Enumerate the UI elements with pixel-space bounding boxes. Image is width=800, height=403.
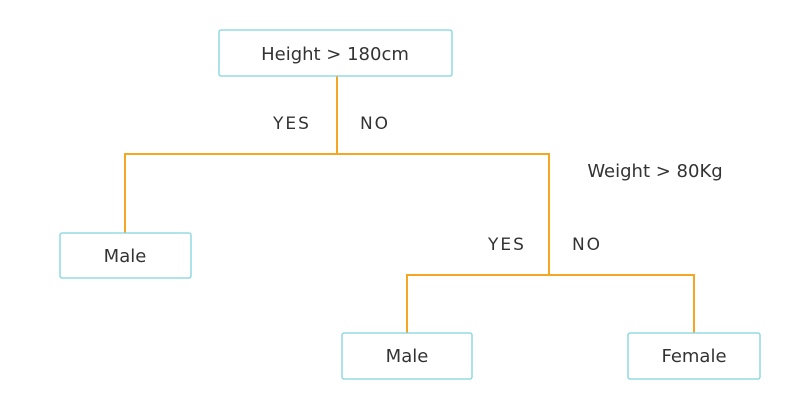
second-condition-label: Weight > 80Kg — [587, 161, 722, 182]
tree-edges — [124, 76, 695, 334]
root-node-box — [218, 29, 453, 77]
root-yes-label: YES — [272, 114, 311, 134]
bottom-left-leaf-node: Male — [341, 332, 473, 380]
bottom-right-leaf-box — [627, 332, 761, 380]
root-node: Height > 180cm — [218, 29, 453, 77]
second-no-label: NO — [572, 235, 602, 255]
bottom-right-leaf-node: Female — [627, 332, 761, 380]
left-leaf-node: Male — [59, 232, 192, 279]
bottom-left-leaf-box — [341, 332, 473, 380]
bottom-right-leaf-label: Female — [661, 346, 726, 367]
left-leaf-box — [59, 232, 192, 279]
bottom-left-leaf-label: Male — [386, 346, 429, 367]
root-no-label: NO — [360, 114, 390, 134]
second-yes-label: YES — [487, 235, 526, 255]
left-leaf-label: Male — [104, 246, 147, 267]
root-node-label: Height > 180cm — [261, 44, 409, 65]
